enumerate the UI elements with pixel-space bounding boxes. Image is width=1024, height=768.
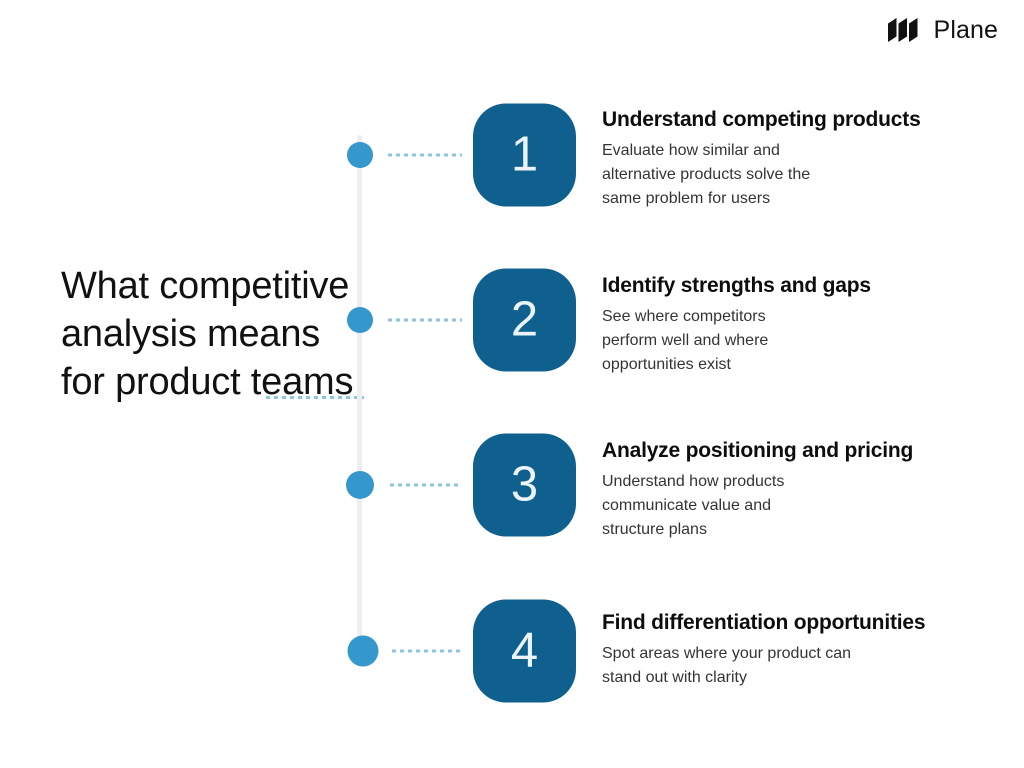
step-heading-2: Identify strengths and gaps [602, 274, 871, 297]
brand-logo: Plane [887, 17, 998, 43]
timeline-node-4 [347, 635, 379, 667]
step-dotted-connector-1 [388, 153, 462, 157]
step-content-4: Find differentiation opportunities Spot … [602, 611, 1002, 690]
step-number-badge-2: 2 [473, 268, 576, 372]
step-content-1: Understand competing products Evaluate h… [602, 108, 1002, 211]
step-dotted-connector-3 [390, 483, 462, 487]
page-title: What competitive analysis means for prod… [61, 265, 354, 403]
timeline-node-3 [346, 471, 374, 499]
step-description-1: Evaluate how similar and alternative pro… [602, 142, 811, 208]
step-content-3: Analyze positioning and pricing Understa… [602, 439, 1002, 542]
title-dotted-connector [266, 396, 364, 399]
brand-name: Plane [933, 15, 998, 44]
timeline-spine [357, 135, 362, 655]
step-heading-1: Understand competing products [602, 108, 921, 131]
timeline-node-1 [347, 142, 373, 168]
step-heading-4: Find differentiation opportunities [602, 611, 926, 634]
step-number-badge-1: 1 [473, 103, 576, 207]
step-dotted-connector-4 [392, 649, 462, 653]
step-description-2: See where competitors perform well and w… [602, 308, 769, 374]
timeline-node-2 [347, 307, 373, 333]
step-heading-3: Analyze positioning and pricing [602, 439, 914, 462]
step-content-2: Identify strengths and gaps See where co… [602, 274, 1002, 377]
step-dotted-connector-2 [388, 318, 462, 322]
step-description-4: Spot areas where your product can stand … [602, 645, 852, 687]
step-number-badge-3: 3 [473, 433, 576, 537]
step-description-3: Understand how products communicate valu… [602, 473, 785, 539]
plane-logo-icon [887, 18, 918, 42]
step-number-badge-4: 4 [473, 599, 576, 703]
